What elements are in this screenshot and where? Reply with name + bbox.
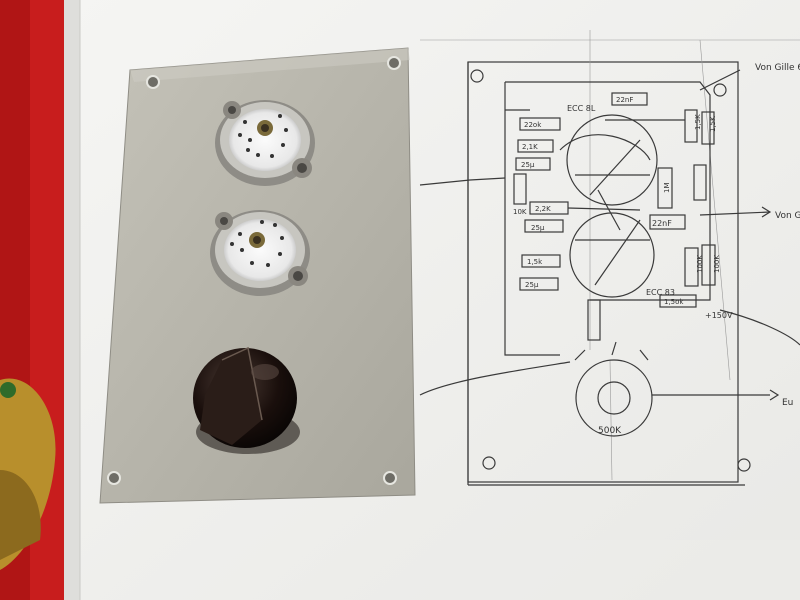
label-note-top-right: Von Gille 6L	[755, 63, 800, 73]
label-r-left2: 2,1K	[522, 143, 538, 151]
label-r-left1: 22ok	[524, 121, 542, 129]
tube-socket-top	[215, 100, 315, 186]
volume-knob[interactable]	[193, 346, 300, 454]
label-r-top: 22nF	[616, 96, 633, 104]
label-c-left1: 25µ	[521, 161, 535, 169]
panel-hole-bottom-right	[383, 471, 397, 485]
panel-hole-top-right	[387, 56, 401, 70]
label-pot-value: 500K	[598, 426, 622, 436]
label-r-right1: 1,5K	[694, 114, 702, 130]
tube-socket-bottom	[210, 210, 310, 296]
panel-hole-top-left	[146, 75, 160, 89]
label-r-right2: 1,5K	[709, 116, 717, 132]
label-tube-bottom: ECC 83	[646, 288, 675, 297]
label-r-bottom1: 100K	[696, 255, 704, 273]
label-c-mid: 25µ	[531, 224, 545, 232]
schematic-drawing	[419, 30, 800, 486]
panel-hole-bottom-left	[107, 471, 121, 485]
label-note-bottom-right: Eu	[782, 398, 793, 408]
label-note-mid-right: Von Gi	[775, 211, 800, 221]
label-r-vert: 1M	[663, 183, 671, 194]
label-r-left3: 10K	[513, 208, 527, 216]
label-c-left2: 25µ	[525, 281, 539, 289]
label-c-coupling: 22nF	[652, 219, 672, 228]
label-r-bottom3: 1,5ok	[664, 298, 684, 306]
label-r-left4: 1,5k	[527, 258, 543, 266]
label-tube-top: ECC 8L	[567, 104, 596, 113]
label-r-mid1: 2,2K	[535, 205, 551, 213]
label-r-bottom2: 100K	[713, 255, 721, 273]
label-voltage: +150V	[705, 311, 733, 320]
